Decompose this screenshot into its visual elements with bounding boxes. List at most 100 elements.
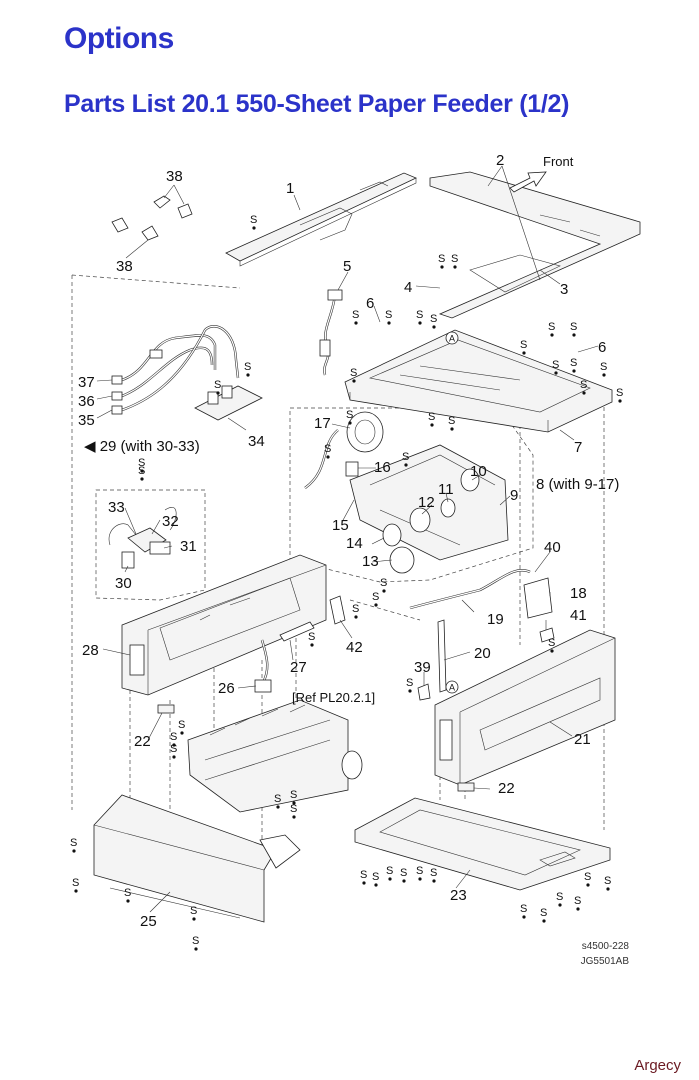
screw-label: S (274, 793, 281, 805)
screw-dot (522, 351, 526, 355)
screw-label: S (451, 253, 458, 265)
screw-label: S (402, 451, 409, 463)
screw-label: S (350, 367, 357, 379)
screw-label: S (190, 905, 197, 917)
reference-marker-a-top: A (445, 331, 459, 345)
screw-dot (354, 321, 358, 325)
callout-29-text: 29 (with 30-33) (100, 438, 200, 455)
screw-dot (554, 371, 558, 375)
screw-dot (172, 755, 176, 759)
screw-dot (354, 615, 358, 619)
callout-2: 2 (496, 152, 504, 169)
callout-16: 16 (374, 459, 391, 476)
screw-label: S (574, 895, 581, 907)
screw-dot (618, 399, 622, 403)
screw-dot (387, 321, 391, 325)
screw-label: S (406, 677, 413, 689)
callout-1: 1 (286, 180, 294, 197)
screw-label: S (604, 875, 611, 887)
callout-34: 34 (248, 433, 265, 450)
screw-label: S (138, 457, 145, 469)
part-23-base-plate (354, 797, 611, 891)
screw-label: S (178, 719, 185, 731)
figure-drawing-code: JG5501AB (580, 956, 629, 967)
screw-label: S (584, 871, 591, 883)
screw-label: S (416, 865, 423, 877)
part-1-top-cover (225, 172, 417, 267)
callout-22b: 22 (498, 780, 515, 797)
screw-dot (310, 643, 314, 647)
screw-label: S (360, 869, 367, 881)
screw-label: S (124, 887, 131, 899)
screw-dot (432, 879, 436, 883)
callout-36: 36 (78, 393, 95, 410)
screw-dot (602, 373, 606, 377)
callout-8: 8 (with 9-17) (536, 476, 619, 493)
screw-label: S (290, 803, 297, 815)
screw-label: S (430, 313, 437, 325)
screw-label: S (548, 637, 555, 649)
screw-label: S (540, 907, 547, 919)
screw-label: S (138, 465, 145, 477)
part-2-3-top-cover (429, 171, 641, 319)
screw-dot (74, 889, 78, 893)
callout-18: 18 (570, 585, 587, 602)
screw-dot (326, 455, 330, 459)
screw-dot (374, 883, 378, 887)
screw-label: S (556, 891, 563, 903)
screw-label: S (70, 837, 77, 849)
screw-dot (252, 226, 256, 230)
screw-dot (432, 325, 436, 329)
screw-label: S (580, 379, 587, 391)
screw-label: S (386, 865, 393, 877)
reference-marker-a-bottom: A (445, 680, 459, 694)
screw-dot (388, 877, 392, 881)
callout-32: 32 (162, 513, 179, 530)
screw-label: S (170, 743, 177, 755)
figure-reference-code: s4500-228 (581, 941, 629, 952)
screw-dot (216, 391, 220, 395)
harness-35-37 (111, 325, 240, 415)
callout-35: 35 (78, 412, 95, 429)
callout-27: 27 (290, 659, 307, 676)
screw-dot (246, 373, 250, 377)
part-28-left-frame (121, 554, 327, 696)
screw-dot (582, 391, 586, 395)
screw-dot (348, 421, 352, 425)
part-38-clips (111, 195, 193, 241)
screw-dot (404, 463, 408, 467)
part-21-right-frame (434, 629, 616, 786)
callout-25: 25 (140, 913, 157, 930)
screw-label: S (552, 359, 559, 371)
screw-label: S (372, 591, 379, 603)
callout-41: 41 (570, 607, 587, 624)
screw-dot (402, 879, 406, 883)
callout-leaders (96, 165, 599, 913)
exploded-parts-diagram: A A (70, 152, 641, 951)
callout-29: ◀ 29 (with 30-33) (84, 438, 200, 455)
screw-label: S (72, 877, 79, 889)
screw-label: S (244, 361, 251, 373)
callout-10: 10 (470, 463, 487, 480)
screw-dot (558, 903, 562, 907)
screw-dot (352, 379, 356, 383)
screw-dot (126, 899, 130, 903)
screw-dot (606, 887, 610, 891)
callout-37: 37 (78, 374, 95, 391)
screw-label: S (290, 789, 297, 801)
parts-26-27-42 (254, 595, 346, 693)
callout-38a: 38 (166, 168, 183, 185)
part-22-foot-left (157, 704, 175, 714)
part-5-cable (319, 289, 343, 376)
part-7-frame-tray (344, 329, 613, 433)
callout-front: Front (543, 154, 574, 169)
callout-13: 13 (362, 553, 379, 570)
page-title: Options (64, 22, 174, 55)
callout-31: 31 (180, 538, 197, 555)
callout-22a: 22 (134, 733, 151, 750)
screw-label: S (570, 357, 577, 369)
screw-label: S (400, 867, 407, 879)
screw-dot (362, 881, 366, 885)
callout-30: 30 (115, 575, 132, 592)
screw-dot (450, 427, 454, 431)
